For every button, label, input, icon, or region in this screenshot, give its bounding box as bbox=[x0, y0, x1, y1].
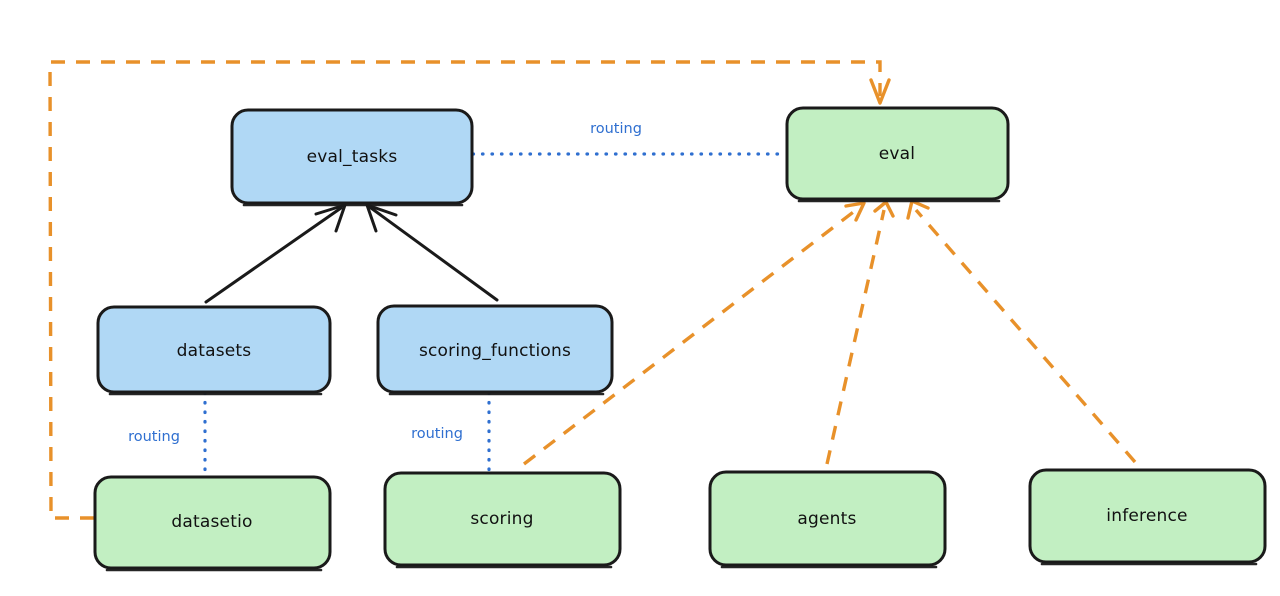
node-scoring-functions[interactable]: scoring_functions bbox=[376, 304, 614, 396]
edge-scoring-functions-to-eval-tasks[interactable] bbox=[365, 203, 499, 302]
edge-datasetio-to-eval-arrowhead bbox=[869, 78, 891, 105]
edge-label-routing-eval-tasks: routing bbox=[590, 121, 642, 137]
node-datasets-box bbox=[96, 305, 332, 394]
edge-scoring-functions-to-eval-tasks-path bbox=[369, 206, 499, 302]
node-datasets[interactable]: datasets bbox=[96, 305, 332, 396]
edge-eval-tasks-to-eval[interactable]: routing bbox=[471, 121, 788, 156]
edge-scoring-to-eval[interactable] bbox=[522, 201, 866, 466]
node-layer: eval_tasks eval datasets scoring_functio… bbox=[93, 106, 1267, 572]
edge-datasets-to-eval-tasks[interactable] bbox=[204, 203, 347, 304]
node-datasetio-label: datasetio bbox=[171, 512, 252, 532]
node-scoring[interactable]: scoring bbox=[383, 471, 622, 569]
edge-scoring-functions-to-scoring[interactable]: routing bbox=[411, 391, 491, 474]
node-datasets-label: datasets bbox=[177, 341, 252, 361]
node-eval-tasks[interactable]: eval_tasks bbox=[230, 108, 474, 207]
node-inference-label: inference bbox=[1106, 506, 1187, 526]
node-eval-box bbox=[785, 106, 1010, 201]
edge-agents-to-eval-path bbox=[825, 209, 886, 465]
node-datasetio-box bbox=[93, 475, 332, 570]
node-eval[interactable]: eval bbox=[785, 106, 1010, 203]
node-scoring-functions-box bbox=[376, 304, 614, 394]
node-eval-label: eval bbox=[879, 144, 915, 164]
node-agents-box bbox=[708, 470, 947, 567]
node-datasetio[interactable]: datasetio bbox=[93, 475, 332, 572]
edge-label-routing-datasets: routing bbox=[128, 429, 180, 445]
node-agents-label: agents bbox=[797, 509, 856, 529]
edge-inference-to-eval[interactable] bbox=[906, 199, 1137, 464]
node-inference[interactable]: inference bbox=[1028, 468, 1267, 566]
node-agents[interactable]: agents bbox=[708, 470, 947, 569]
edge-datasetio-to-eval-path bbox=[48, 60, 882, 520]
edge-datasetio-to-eval[interactable] bbox=[48, 60, 891, 520]
edge-inference-to-eval-arrowhead bbox=[906, 199, 930, 220]
node-scoring-label: scoring bbox=[470, 509, 533, 529]
node-eval-tasks-label: eval_tasks bbox=[307, 147, 398, 167]
node-eval-tasks-box bbox=[230, 108, 474, 205]
edge-datasets-to-eval-tasks-path bbox=[204, 206, 343, 304]
edge-label-routing-scoring-functions: routing bbox=[411, 426, 463, 442]
edge-scoring-to-eval-arrowhead bbox=[844, 201, 866, 222]
node-inference-box bbox=[1028, 468, 1267, 564]
node-scoring-box bbox=[383, 471, 622, 567]
node-scoring-functions-label: scoring_functions bbox=[419, 341, 571, 361]
edge-scoring-to-eval-path bbox=[522, 208, 858, 466]
edge-datasets-to-datasetio[interactable]: routing bbox=[128, 391, 207, 478]
edge-agents-to-eval[interactable] bbox=[825, 200, 895, 465]
edge-inference-to-eval-path bbox=[914, 208, 1137, 464]
